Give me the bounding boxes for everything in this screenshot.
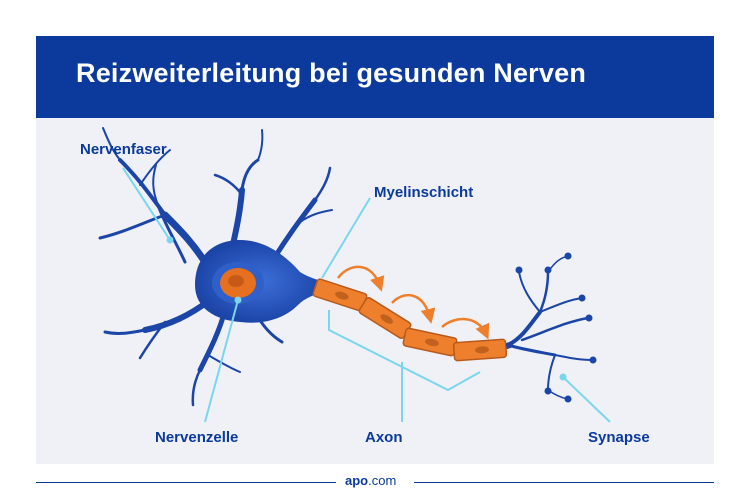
myelin-segment — [312, 278, 368, 312]
myelin-segment — [358, 296, 412, 340]
nucleolus — [228, 275, 244, 287]
signal-arrows — [337, 265, 490, 340]
pointer-lines — [122, 167, 611, 423]
brand-logo: apo.com — [345, 473, 397, 488]
label-synapse: Synapse — [588, 429, 650, 446]
label-myelinschicht: Myelinschicht — [374, 184, 474, 201]
label-nervenfaser: Nervenfaser — [80, 141, 167, 158]
axon-terminals — [506, 255, 593, 400]
pointer-dots — [166, 236, 567, 381]
myelin-segment — [402, 327, 458, 357]
label-nervenzelle: Nervenzelle — [155, 429, 239, 446]
synaptic-boutons — [515, 252, 597, 403]
title-banner: Reizweiterleitung bei gesunden Nerven — [36, 36, 714, 118]
label-axon: Axon — [365, 429, 403, 446]
page-title: Reizweiterleitung bei gesunden Nerven — [76, 58, 587, 88]
footer-divider-left — [36, 482, 336, 483]
myelin-segment — [452, 338, 508, 362]
footer-divider-right — [414, 482, 714, 483]
